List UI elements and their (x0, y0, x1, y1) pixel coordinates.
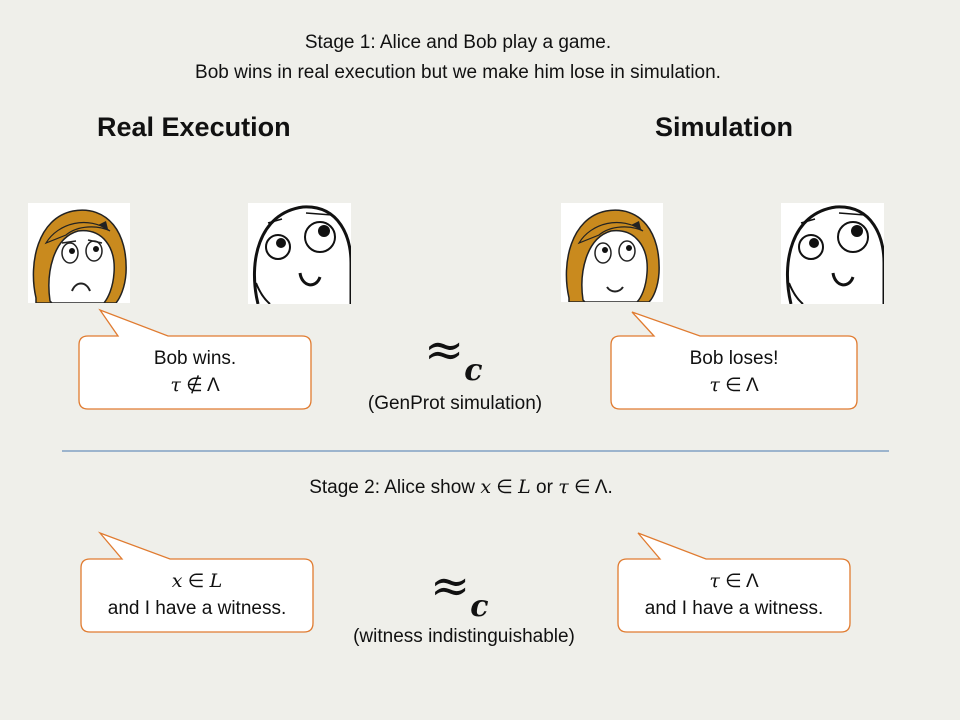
approx-caption: (GenProt simulation) (367, 393, 543, 414)
in-symbol: ∈ (491, 477, 519, 498)
alice-frown-face (28, 203, 130, 303)
lambda-symbol: Λ (594, 477, 608, 498)
heading-real-execution: Real Execution (97, 112, 291, 142)
bubble-real-stage2-text: x ∈ L and I have a witness. (81, 568, 313, 622)
L-symbol: L (209, 570, 223, 592)
bubble-sim-stage2-text: τ ∈ Λ and I have a witness. (618, 568, 850, 622)
L-symbol: L (518, 476, 531, 498)
speech-bubble-real-stage2 (80, 531, 314, 633)
bubble-math-line: τ ∉ Λ (79, 372, 311, 399)
lambda-symbol: Λ (745, 375, 759, 396)
stage2-prefix: Stage 2: Alice show (309, 477, 481, 498)
lambda-symbol: Λ (206, 375, 220, 396)
approx-c-symbol: ≈c (424, 322, 483, 388)
not-in-symbol: ∉ (186, 375, 203, 396)
tau-symbol: τ (709, 570, 720, 592)
stage1-caption: Stage 1: Alice and Bob play a game. Bob … (0, 28, 916, 88)
bubble-sim-stage1-text: Bob loses! τ ∈ Λ (611, 345, 857, 399)
in-symbol: ∈ (187, 571, 205, 592)
tau-symbol: τ (170, 374, 181, 396)
speech-bubble-sim-stage2 (617, 532, 851, 633)
approx-c-symbol-2: ≈c (430, 558, 489, 624)
approx-caption-2: (witness indistinguishable) (353, 626, 575, 647)
x-symbol: x (480, 476, 492, 498)
period: . (607, 477, 613, 498)
bubble-math-line: τ ∈ Λ (618, 568, 850, 595)
approx-glyph: ≈ (430, 558, 471, 614)
stage1-line1: Stage 1: Alice and Bob play a game. (304, 32, 612, 53)
approx-subscript: c (464, 353, 483, 388)
speech-bubble-real-stage1 (78, 308, 312, 410)
tau-symbol: τ (709, 374, 720, 396)
stage2-caption: Stage 2: Alice show x ∈ L or τ ∈ Λ. (0, 476, 922, 499)
bubble-real-stage1-text: Bob wins. τ ∉ Λ (79, 345, 311, 399)
bubble-math-line: τ ∈ Λ (611, 372, 857, 399)
stage1-line2: Bob wins in real execution but we make h… (195, 62, 721, 83)
lambda-symbol: Λ (745, 571, 759, 592)
speech-bubble-sim-stage1 (610, 311, 858, 410)
bubble-line: Bob loses! (689, 348, 779, 369)
bubble-line: and I have a witness. (644, 598, 824, 619)
approx-glyph: ≈ (424, 322, 465, 378)
bubble-line: Bob wins. (153, 348, 237, 369)
bob-happy-face (781, 203, 884, 304)
tau-symbol: τ (558, 476, 569, 498)
bob-happy-face (248, 203, 351, 304)
in-symbol: ∈ (568, 477, 595, 498)
approx-subscript: c (470, 589, 489, 624)
in-symbol: ∈ (725, 375, 742, 396)
x-symbol: x (171, 570, 183, 592)
bubble-math-line: x ∈ L (81, 568, 313, 595)
bubble-line: and I have a witness. (107, 598, 287, 619)
or-text: or (530, 477, 559, 498)
in-symbol: ∈ (725, 571, 742, 592)
alice-smug-face (561, 203, 663, 302)
heading-simulation: Simulation (655, 112, 794, 142)
